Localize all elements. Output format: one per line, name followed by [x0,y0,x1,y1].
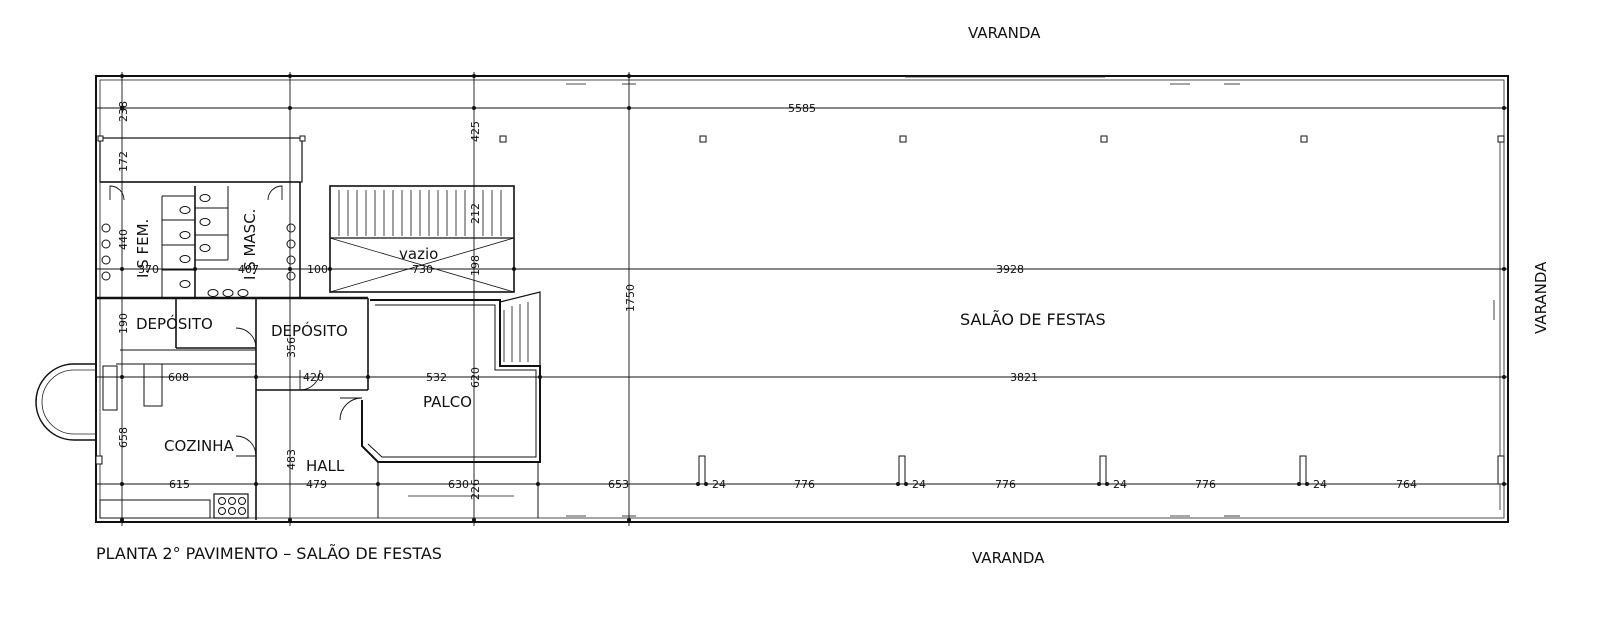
svg-text:226: 226 [469,479,482,500]
svg-text:24: 24 [712,478,726,491]
svg-text:356: 356 [285,337,298,358]
svg-text:776: 776 [995,478,1016,491]
svg-text:24: 24 [1113,478,1127,491]
svg-text:212: 212 [469,203,482,224]
void-area [329,185,529,362]
svg-text:24: 24 [1313,478,1327,491]
svg-text:5585: 5585 [788,102,816,115]
svg-text:615: 615 [169,478,190,491]
svg-text:238: 238 [117,101,130,122]
left-balcony [35,363,96,441]
svg-text:764: 764 [1396,478,1417,491]
svg-text:479: 479 [306,478,327,491]
label-veranda-bottom: VARANDA [972,549,1045,567]
label-is-fem: I.S FEM. [134,219,152,278]
svg-text:608: 608 [168,371,189,384]
svg-text:620: 620 [469,367,482,388]
svg-text:420: 420 [303,371,324,384]
label-palco: PALCO [423,393,472,411]
label-deposito-1: DEPÓSITO [136,314,213,333]
svg-text:483: 483 [285,449,298,470]
dimension-lines [96,72,1508,526]
svg-text:653: 653 [608,478,629,491]
svg-text:532: 532 [426,371,447,384]
label-vazio: vazio [399,245,438,263]
label-cozinha: COZINHA [164,437,234,455]
label-veranda-top: VARANDA [968,24,1041,42]
svg-text:370: 370 [138,263,159,276]
svg-text:198: 198 [469,255,482,276]
label-hall: HALL [306,457,345,475]
label-deposito-2: DEPÓSITO [271,321,348,340]
svg-text:24: 24 [912,478,926,491]
svg-text:3821: 3821 [1010,371,1038,384]
sanitary-fixtures [101,194,296,297]
svg-text:172: 172 [117,151,130,172]
label-salao: SALÃO DE FESTAS [960,310,1106,329]
plan-title: PLANTA 2° PAVIMENTO – SALÃO DE FESTAS [96,544,442,563]
columns [95,135,1505,485]
svg-text:100: 100 [307,263,328,276]
stove-icon [213,493,249,519]
svg-text:3928: 3928 [996,263,1024,276]
svg-text:190: 190 [117,313,130,334]
label-veranda-right: VARANDA [1532,261,1550,334]
slope-arrows [408,83,1495,517]
svg-text:630: 630 [448,478,469,491]
svg-text:1750: 1750 [624,284,637,312]
dimension-labels: 5585 3928 3821 370 407 100 730 608 420 5… [117,101,1417,500]
svg-text:730: 730 [412,263,433,276]
svg-text:658: 658 [117,427,130,448]
svg-text:776: 776 [794,478,815,491]
svg-text:407: 407 [238,263,259,276]
svg-text:425: 425 [469,121,482,142]
svg-text:440: 440 [117,229,130,250]
dimension-ticks [120,74,1506,522]
svg-text:776: 776 [1195,478,1216,491]
door-swings [109,185,363,457]
label-is-masc: I.S MASC. [241,209,259,280]
